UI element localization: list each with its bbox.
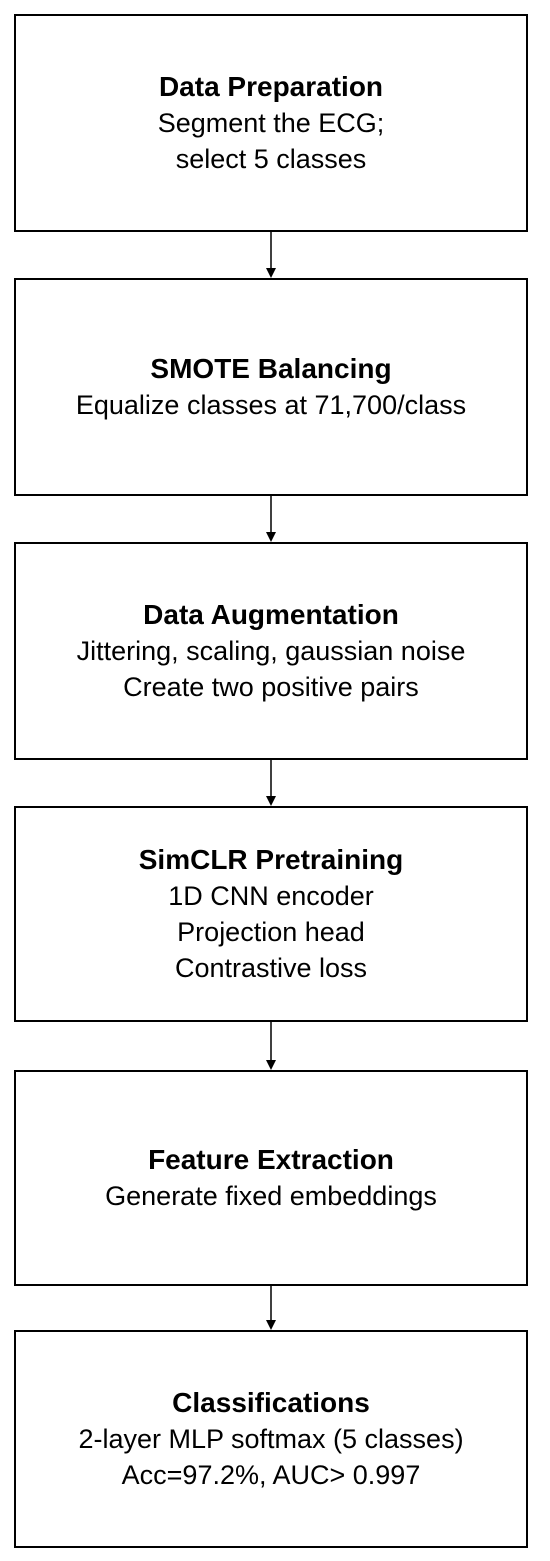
step-description-line: Equalize classes at 71,700/class bbox=[75, 390, 467, 420]
step-description-line: Contrastive loss bbox=[174, 953, 368, 983]
step-description-line: Jittering, scaling, gaussian noise bbox=[76, 636, 466, 666]
step-description-line: 2-layer MLP softmax (5 classes) bbox=[78, 1424, 464, 1454]
step-description-line: Acc=97.2%, AUC> 0.997 bbox=[121, 1460, 421, 1490]
step-data-augmentation: Data Augmentation Jittering, scaling, ga… bbox=[14, 542, 528, 760]
step-feature-extraction: Feature Extraction Generate fixed embedd… bbox=[14, 1070, 528, 1286]
step-title: Feature Extraction bbox=[148, 1144, 394, 1175]
step-data-preparation: Data Preparation Segment the ECG; select… bbox=[14, 14, 528, 232]
step-title: Data Augmentation bbox=[143, 599, 399, 630]
step-title: SimCLR Pretraining bbox=[138, 844, 404, 875]
step-description-line: select 5 classes bbox=[175, 144, 367, 174]
step-title: Data Preparation bbox=[158, 71, 384, 102]
step-classifications: Classifications 2-layer MLP softmax (5 c… bbox=[14, 1330, 528, 1548]
step-description-line: 1D CNN encoder bbox=[168, 881, 374, 911]
step-title: Classifications bbox=[172, 1387, 370, 1418]
step-title: SMOTE Balancing bbox=[150, 353, 392, 384]
step-simclr-pretraining: SimCLR Pretraining 1D CNN encoder Projec… bbox=[14, 806, 528, 1022]
step-description-line: Generate fixed embeddings bbox=[105, 1181, 437, 1211]
step-description-line: Segment the ECG; bbox=[157, 108, 385, 138]
step-smote-balancing: SMOTE Balancing Equalize classes at 71,7… bbox=[14, 278, 528, 496]
step-description-line: Projection head bbox=[177, 917, 365, 947]
step-description-line: Create two positive pairs bbox=[123, 672, 419, 702]
